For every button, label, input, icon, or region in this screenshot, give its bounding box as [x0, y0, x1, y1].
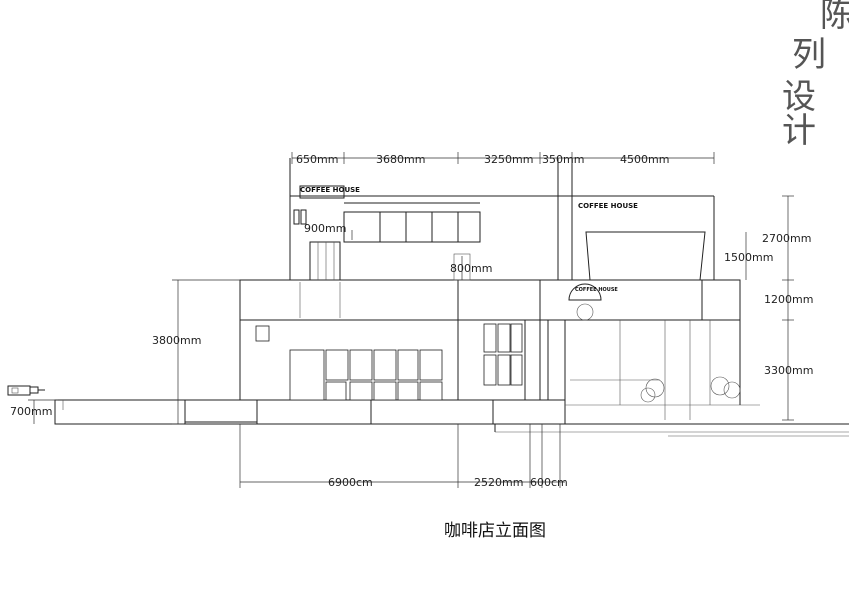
dim-right-4: 3300mm	[764, 364, 813, 377]
dim-right-3: 1200mm	[764, 293, 813, 306]
dim-top-3: 3250mm	[484, 153, 533, 166]
dim-bottom-3: 600cm	[530, 476, 568, 489]
dimension-lines	[28, 152, 794, 488]
corner-char-3: 设计	[782, 77, 816, 151]
upper-sign-text: COFFEE HOUSE	[300, 186, 360, 194]
corner-char-2: 列	[792, 35, 826, 75]
dim-top-4: 350mm	[542, 153, 584, 166]
dim-right-1: 2700mm	[762, 232, 811, 245]
dim-top-2: 3680mm	[376, 153, 425, 166]
drawing-caption: 咖啡店立面图	[444, 521, 546, 541]
upper-volume	[289, 158, 715, 281]
main-building	[239, 279, 741, 400]
dim-left-1: 3800mm	[152, 334, 201, 347]
base-plinth	[54, 399, 760, 425]
glass-storefront	[570, 320, 741, 420]
site-object-icon	[7, 385, 45, 396]
corner-char-1: 陈	[820, 0, 849, 35]
hanging-sign	[568, 283, 602, 321]
dim-top-5: 4500mm	[620, 153, 669, 166]
dim-bottom-1: 6900cm	[328, 476, 373, 489]
dim-right-2: 1500mm	[724, 251, 773, 264]
hanging-sign-text: COFFEE HOUSE	[575, 287, 618, 293]
facade-sign-text: COFFEE HOUSE	[578, 202, 638, 210]
dim-left-2: 700mm	[10, 405, 52, 418]
dim-inner-1: 900mm	[304, 222, 346, 235]
dim-bottom-2: 2520mm	[474, 476, 523, 489]
ground-lines	[125, 423, 849, 437]
dim-inner-2: 800mm	[450, 262, 492, 275]
dim-top-1: 650mm	[296, 153, 338, 166]
ground-floor-windows	[255, 323, 523, 401]
